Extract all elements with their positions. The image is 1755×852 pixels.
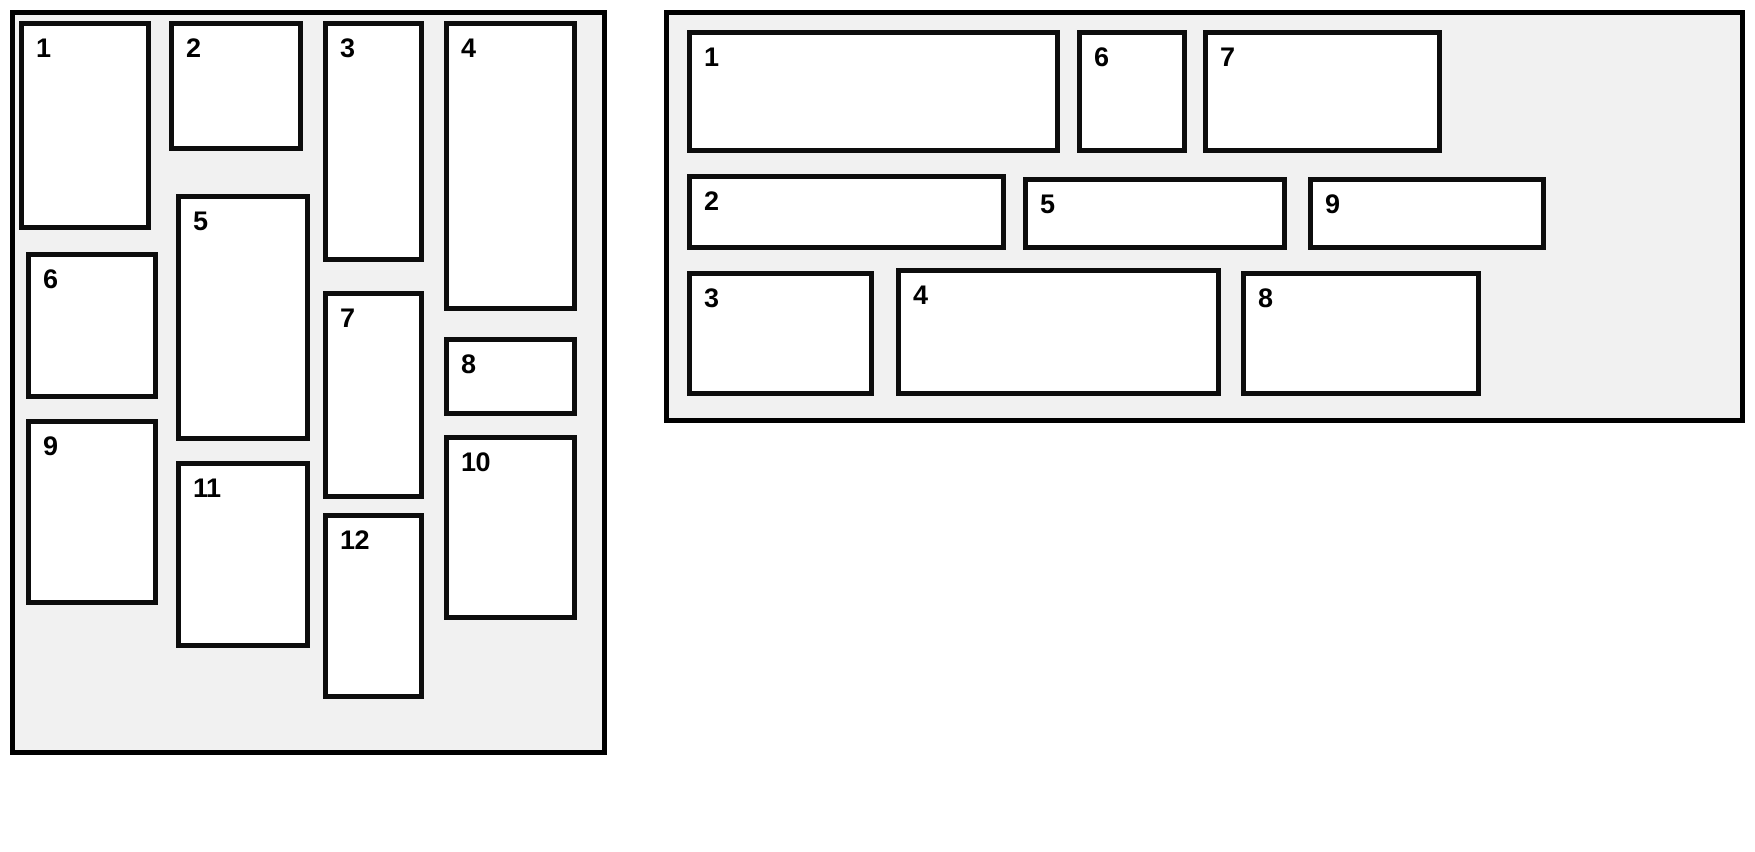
layout-cell-6[interactable]: 6 <box>26 252 158 399</box>
layout-cell-3[interactable]: 3 <box>687 271 874 396</box>
layout-cell-label: 2 <box>186 33 201 63</box>
layout-cell-1[interactable]: 1 <box>19 21 151 230</box>
layout-cell-9[interactable]: 9 <box>1308 177 1546 250</box>
layout-cell-label: 5 <box>193 206 208 236</box>
right-panel: 1 6 7 2 5 9 3 4 8 <box>664 10 1745 423</box>
layout-cell-2[interactable]: 2 <box>687 174 1006 250</box>
layout-cell-12[interactable]: 12 <box>323 513 424 699</box>
layout-cell-label: 9 <box>43 431 58 461</box>
layout-cell-label: 2 <box>704 186 719 216</box>
layout-cell-8[interactable]: 8 <box>444 337 577 416</box>
layout-cell-label: 5 <box>1040 189 1055 219</box>
layout-cell-label: 6 <box>43 264 58 294</box>
layout-cell-label: 1 <box>36 33 51 63</box>
layout-cell-label: 6 <box>1094 42 1109 72</box>
layout-cell-label: 8 <box>1258 283 1273 313</box>
layout-cell-4[interactable]: 4 <box>896 268 1221 396</box>
layout-cell-label: 4 <box>913 280 928 310</box>
layout-cell-6[interactable]: 6 <box>1077 30 1187 153</box>
layout-cell-label: 11 <box>193 473 221 503</box>
layout-cell-10[interactable]: 10 <box>444 435 577 620</box>
layout-cell-label: 3 <box>340 33 355 63</box>
layout-cell-label: 1 <box>704 42 719 72</box>
layout-cell-7[interactable]: 7 <box>1203 30 1442 153</box>
layout-cell-5[interactable]: 5 <box>1023 177 1287 250</box>
layout-cell-1[interactable]: 1 <box>687 30 1060 153</box>
layout-cell-9[interactable]: 9 <box>26 419 158 605</box>
layout-cell-label: 9 <box>1325 189 1340 219</box>
layout-cell-7[interactable]: 7 <box>323 291 424 499</box>
layout-cell-3[interactable]: 3 <box>323 21 424 262</box>
layout-cell-label: 8 <box>461 349 476 379</box>
layout-cell-label: 12 <box>340 525 370 555</box>
layout-cell-label: 3 <box>704 283 719 313</box>
layout-cell-label: 4 <box>461 33 476 63</box>
layout-cell-5[interactable]: 5 <box>176 194 310 441</box>
layout-cell-4[interactable]: 4 <box>444 21 577 311</box>
layout-cell-label: 7 <box>1220 42 1235 72</box>
layout-cell-11[interactable]: 11 <box>176 461 310 648</box>
layout-cell-label: 7 <box>340 303 355 333</box>
layout-cell-label: 10 <box>461 447 491 477</box>
layout-cell-2[interactable]: 2 <box>169 21 303 151</box>
layout-cell-8[interactable]: 8 <box>1241 271 1481 396</box>
